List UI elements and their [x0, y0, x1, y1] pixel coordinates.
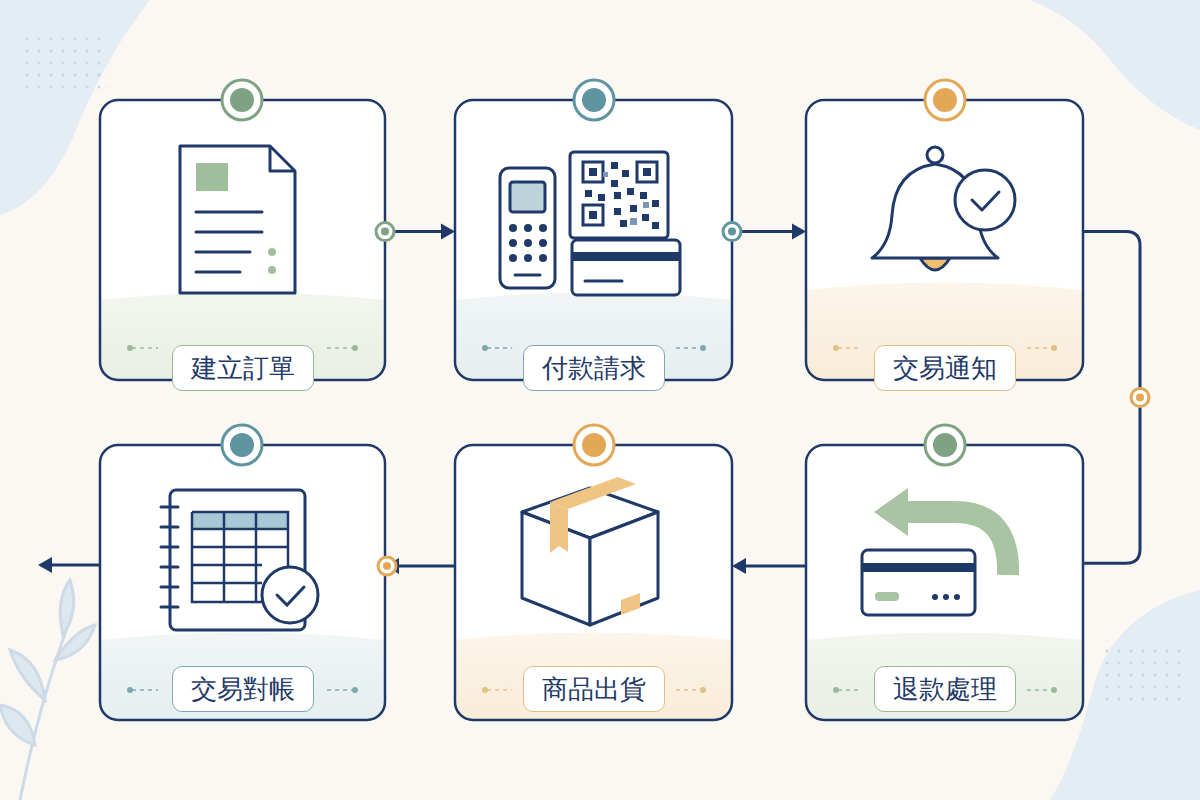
connector — [741, 230, 794, 233]
ledger-icon — [161, 490, 318, 630]
process-box: 交易對帳 — [100, 445, 385, 720]
parcel-icon — [522, 477, 658, 625]
connector-mark — [441, 224, 455, 240]
process-box: 交易通知 — [806, 100, 1083, 380]
connector-mark — [383, 562, 391, 570]
document-icon — [180, 146, 295, 293]
connector-mark — [381, 228, 389, 236]
process-box: 建立訂單 — [100, 100, 385, 380]
connector — [394, 230, 443, 233]
connector-mark — [1131, 388, 1149, 406]
connector — [744, 565, 806, 568]
exit-arrow — [38, 557, 100, 573]
refund-icon — [862, 488, 1008, 615]
process-box: 付款請求 — [455, 100, 732, 380]
connector-mark — [792, 224, 806, 240]
step-label: 建立訂單 — [172, 345, 314, 391]
process-box: 退款處理 — [806, 445, 1083, 720]
step-label: 付款請求 — [523, 345, 665, 391]
process-box: 商品出貨 — [455, 445, 732, 720]
step-label: 交易通知 — [874, 345, 1016, 391]
connector-mark — [1136, 393, 1144, 401]
payment-icon — [500, 152, 680, 295]
step-label: 退款處理 — [874, 666, 1016, 712]
connector-mark — [378, 557, 396, 575]
connector-mark — [376, 223, 394, 241]
bell-icon — [872, 147, 1015, 270]
step-label: 商品出貨 — [523, 666, 665, 712]
connector-mark — [728, 228, 736, 236]
connector — [397, 565, 455, 568]
connector-mark — [723, 223, 741, 241]
connector-mark — [732, 558, 746, 574]
step-label: 交易對帳 — [172, 666, 314, 712]
